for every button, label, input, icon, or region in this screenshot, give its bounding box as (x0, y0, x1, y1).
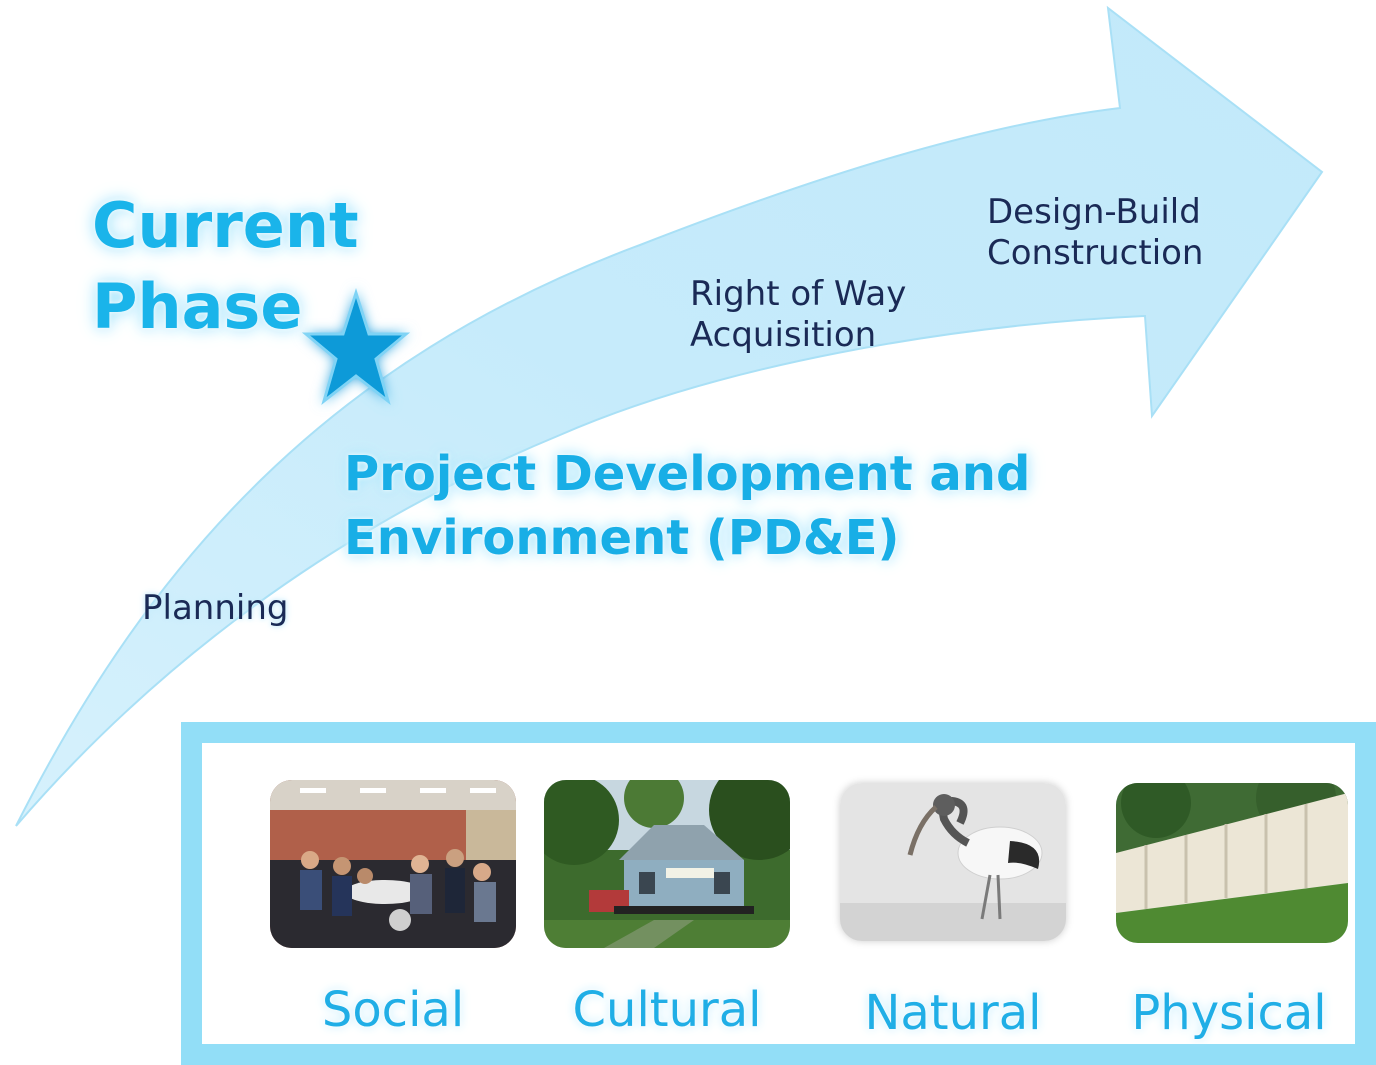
stage-design-build: Design-Build Construction (987, 192, 1203, 275)
current-phase-line-2: Phase (92, 269, 303, 343)
star-icon (301, 288, 411, 406)
factor-physical: Physical (1106, 783, 1352, 1041)
stage-construction-line-1: Design-Build (987, 192, 1201, 232)
stage-row-line-2: Acquisition (690, 315, 877, 356)
stage-pde-line-2: Environment (PD&E) (344, 510, 900, 567)
meeting-photo (270, 780, 516, 948)
stage-pde: Project Development and Environment (PD&… (344, 442, 1030, 571)
stage-planning-label: Planning (142, 588, 289, 628)
factor-physical-label: Physical (1131, 985, 1327, 1041)
factor-social-label: Social (321, 982, 465, 1038)
current-phase-line-1: Current (92, 189, 359, 262)
stage-planning: Planning (142, 588, 288, 629)
factor-natural: Natural (830, 783, 1076, 1041)
wood-stork-photo (840, 783, 1066, 941)
current-phase-title: Current Phase (92, 186, 359, 347)
stage-right-of-way: Right of Way Acquisition (690, 274, 906, 357)
stage-row-line-1: Right of Way (690, 274, 907, 314)
arrow-body (15, 5, 1324, 827)
factors-panel: Social Cultural (181, 722, 1376, 1065)
factor-cultural: Cultural (544, 780, 790, 1038)
noise-wall-photo (1116, 783, 1348, 943)
factor-cultural-label: Cultural (572, 982, 762, 1038)
stage-pde-line-1: Project Development and (344, 446, 1031, 502)
factor-natural-label: Natural (864, 985, 1042, 1041)
factor-social: Social (270, 780, 516, 1038)
house-moving-photo (544, 780, 790, 948)
stage-construction-line-2: Construction (987, 233, 1204, 274)
